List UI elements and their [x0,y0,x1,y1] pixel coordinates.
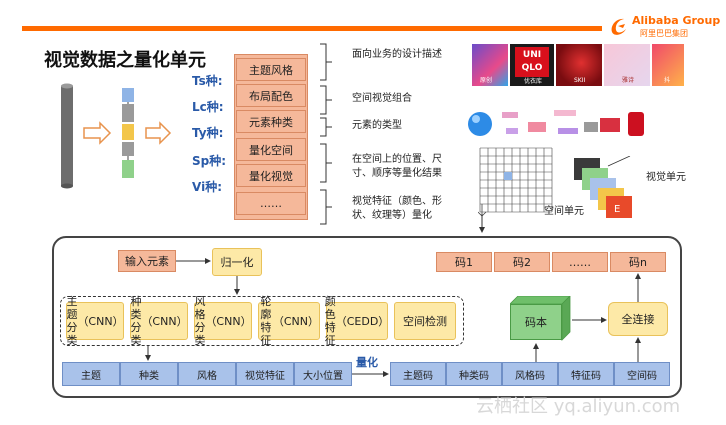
codeword-theme: 主题码 [390,362,446,386]
element-icons [468,110,644,136]
thumb-uniqlo: UNI QLO 优衣库 [510,44,554,86]
layer-box-layout: 布局配色 [236,84,306,107]
layer-box-space: 量化空间 [236,138,306,161]
data-cylinders [61,83,172,189]
classifier-style: 风格分类（CNN） [194,295,252,347]
feature-size-position: 大小位置 [294,362,352,386]
visual-unit-label: 视觉单元 [646,172,686,183]
codeword-style: 风格码 [502,362,558,386]
layer-box-more: …… [236,192,306,215]
space-unit-label: 空间单元 [544,206,584,217]
input-element-box: 输入元素 [118,250,176,272]
desc-theme: 面向业务的设计描述 [352,49,442,60]
layer-box-theme: 主题风格 [236,58,306,81]
layer-label-lc: Lc种: [192,100,224,114]
quantize-label: 量化 [356,356,378,369]
feature-theme: 主题 [62,362,120,386]
uniqlo-logo: UNI QLO [515,47,549,77]
thumb-extra: 抖 [652,44,684,86]
feature-style: 风格 [178,362,236,386]
code-1: 码1 [436,252,492,272]
thumb-original: 原创 [472,44,508,86]
svg-text:E: E [614,204,620,215]
classifier-group [60,296,464,346]
normalize-box: 归一化 [212,248,262,276]
space-grid [478,147,553,217]
layer-label-ts: Ts种: [192,74,223,88]
header-bar [22,26,602,31]
feature-type: 种类 [120,362,178,386]
classifier-color: 颜色特征（CEDD） [324,295,390,347]
classifier-space: 空间检测 [394,302,456,340]
logo-text: Alibaba Group [632,14,721,27]
page-title: 视觉数据之量化单元 [44,50,206,71]
thumb-estee: 雅诗 [604,44,650,86]
classifier-contour: 轮廓特征（CNN） [258,295,320,347]
logo-subtext: 阿里巴巴集团 [640,29,688,38]
visual-unit-stack: E [574,156,632,218]
layer-box-visual: 量化视觉 [236,164,306,187]
layer-label-vi: Vi种: [192,180,222,194]
classifier-type: 种类分类（CNN） [130,295,188,347]
codeword-feature: 特征码 [558,362,614,386]
pipeline-panel [52,236,682,398]
feature-visual: 视觉特征 [236,362,294,386]
fully-connected-box: 全连接 [608,302,668,336]
code-n: 码n [610,252,666,272]
watermark: 云栖社区 yq.aliyun.com [476,396,681,417]
code-ellipsis: …… [552,252,608,272]
braces [320,43,332,225]
desc-space: 在空间上的位置、尺寸、顺序等量化结果 [352,154,442,179]
classifier-theme: 主题分类（CNN） [66,295,124,347]
codeword-space: 空间码 [614,362,670,386]
desc-layout: 空间视觉组合 [352,93,412,104]
desc-visual: 视觉特征（颜色、形状、纹理等）量化 [352,196,442,221]
codebook-3d-edge [510,296,571,341]
desc-type: 元素的类型 [352,120,402,131]
thumb-skii: SKII [556,44,602,86]
layer-label-sp: Sp种: [192,154,227,168]
codeword-type: 种类码 [446,362,502,386]
code-2: 码2 [494,252,550,272]
codebook-box: 码本 [510,304,562,340]
layer-box-type: 元素种类 [236,110,306,133]
alibaba-logo-icon [611,18,626,35]
layer-label-ty: Ty种: [192,126,224,140]
